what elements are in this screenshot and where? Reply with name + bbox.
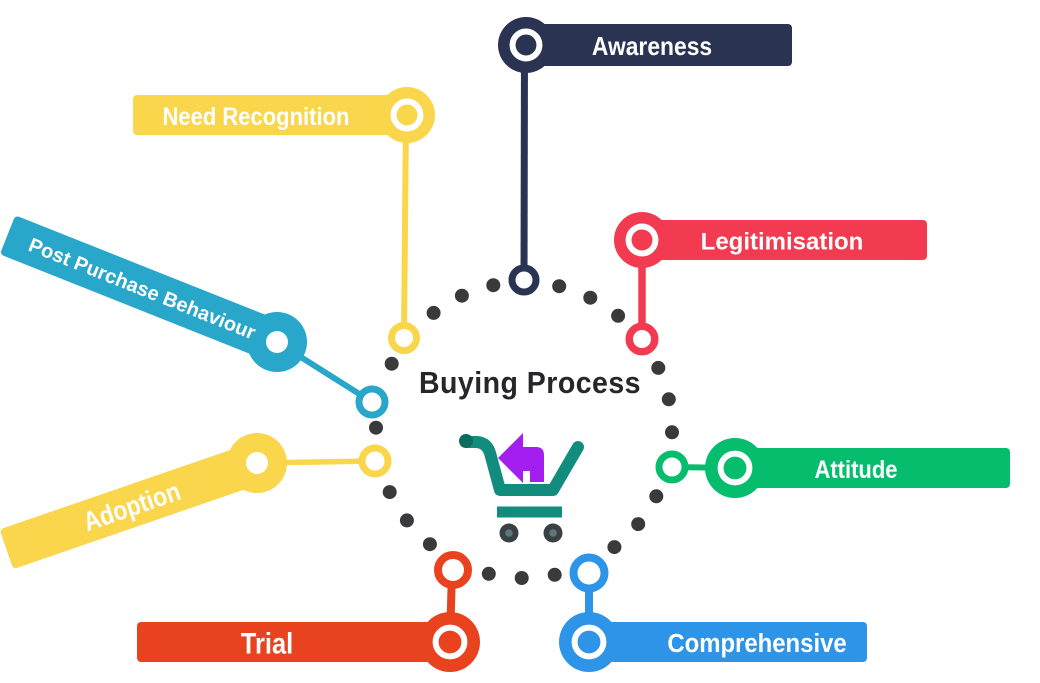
stage-adoption bbox=[0, 433, 287, 569]
dot bbox=[552, 279, 567, 294]
awareness-node bbox=[498, 17, 554, 73]
need-recognition-bar bbox=[133, 95, 407, 135]
dot bbox=[486, 278, 501, 293]
trial-label: Trial bbox=[241, 627, 293, 660]
dot bbox=[583, 290, 598, 305]
trial-node-ring bbox=[432, 624, 468, 660]
comprehensive-label: Comprehensive bbox=[667, 629, 846, 658]
awareness-circle-ring bbox=[508, 264, 540, 296]
comprehensive-bar bbox=[589, 622, 867, 662]
attitude-node-ring bbox=[717, 450, 753, 486]
adoption-node-dot bbox=[246, 452, 268, 474]
dot bbox=[665, 425, 679, 440]
need-recognition-node bbox=[379, 87, 435, 143]
stage-attitude bbox=[705, 438, 1010, 498]
trial-bar bbox=[137, 622, 450, 662]
attitude-label: Attitude bbox=[814, 455, 897, 483]
dot bbox=[547, 567, 562, 582]
attitude-node bbox=[705, 438, 765, 498]
dot bbox=[454, 288, 469, 303]
cart-wheel-hub bbox=[505, 529, 513, 537]
awareness-connector-line bbox=[520, 44, 528, 281]
need-recognition-label: Need Recognition bbox=[163, 102, 350, 130]
dot bbox=[607, 540, 622, 555]
legitimisation-bar bbox=[642, 220, 927, 260]
stage-trial bbox=[137, 612, 480, 672]
need-recognition-node-ring bbox=[390, 98, 424, 132]
stage-comprehensive bbox=[559, 612, 867, 672]
post-purchase-behaviour-bar bbox=[0, 216, 284, 361]
trial-node bbox=[420, 612, 480, 672]
dot bbox=[514, 571, 529, 585]
awareness-bar bbox=[510, 24, 792, 66]
cart-basket bbox=[461, 436, 584, 496]
legitimisation-label: Legitimisation bbox=[701, 228, 864, 255]
post-purchase-behaviour-circle-ring bbox=[355, 385, 389, 419]
dot bbox=[382, 485, 397, 500]
diagram-title: Buying Process bbox=[418, 365, 642, 400]
attitude-bar bbox=[735, 448, 1010, 488]
adoption-bar bbox=[0, 444, 263, 569]
dotted-circle bbox=[369, 278, 679, 585]
dot bbox=[481, 566, 496, 581]
comprehensive-node bbox=[559, 612, 619, 672]
dot bbox=[384, 356, 399, 371]
comprehensive-node-ring bbox=[571, 624, 607, 660]
legitimisation-node-ring bbox=[625, 223, 659, 257]
shopping-cart-icon bbox=[459, 433, 584, 543]
attitude-circle-ring bbox=[655, 450, 689, 484]
need-recognition-circle-ring bbox=[388, 322, 420, 354]
return-arrow-icon bbox=[498, 433, 544, 483]
dot bbox=[611, 308, 626, 323]
post-purchase-behaviour-label: Post Purchase Behaviour bbox=[25, 234, 258, 344]
dot bbox=[399, 513, 414, 528]
post-purchase-behaviour-node-dot bbox=[266, 331, 288, 353]
comprehensive-circle-ring bbox=[569, 553, 609, 593]
stage-need-recognition bbox=[133, 87, 435, 143]
need-recognition-connector-line bbox=[401, 114, 409, 339]
awareness-node-ring bbox=[509, 28, 543, 62]
trial-circle-ring bbox=[434, 551, 472, 589]
stage-awareness bbox=[498, 17, 792, 73]
dot bbox=[422, 537, 437, 552]
dot bbox=[661, 392, 676, 407]
legitimisation-node bbox=[614, 212, 670, 268]
stage-legitimisation bbox=[614, 212, 927, 268]
stage-post-purchase-behaviour bbox=[0, 216, 307, 372]
dot bbox=[426, 305, 441, 320]
dot bbox=[651, 360, 666, 375]
awareness-label: Awareness bbox=[592, 33, 712, 62]
adoption-circle-ring bbox=[358, 444, 392, 478]
cart-wheel-hub bbox=[549, 529, 557, 537]
cart-handle-knob bbox=[459, 434, 473, 448]
dot bbox=[649, 489, 664, 504]
legitimisation-circle-ring bbox=[625, 322, 659, 356]
dot bbox=[369, 420, 383, 435]
dot bbox=[631, 517, 646, 532]
